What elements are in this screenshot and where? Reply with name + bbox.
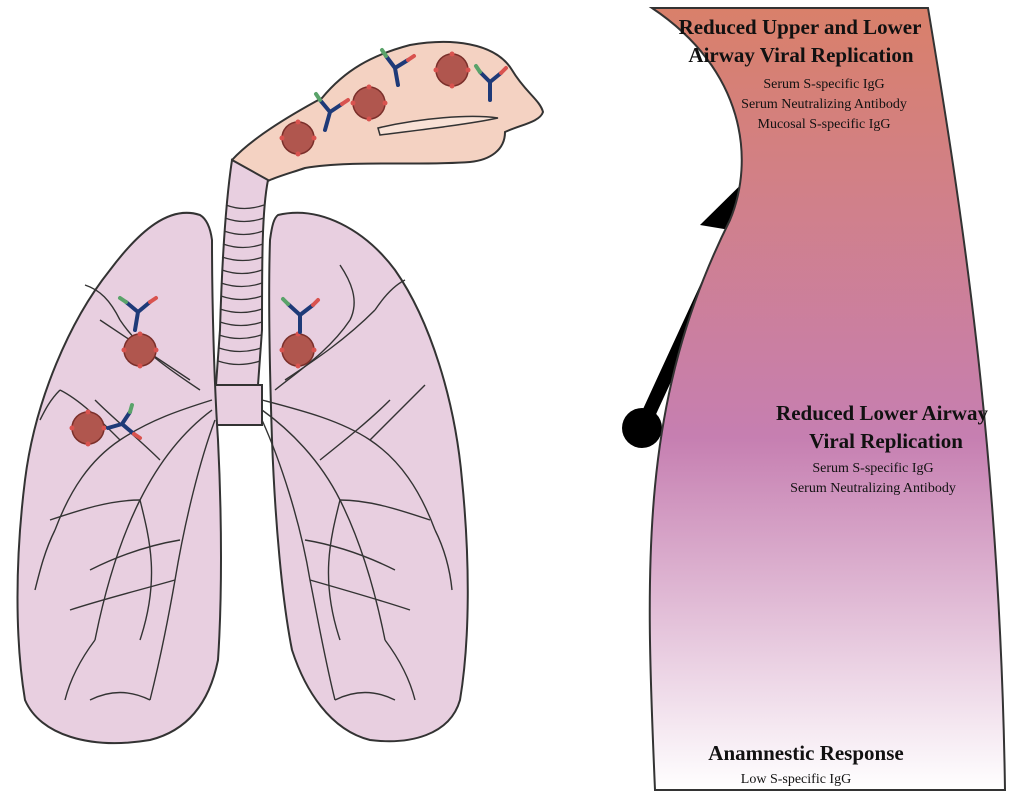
virus-icon xyxy=(281,333,315,367)
right-lung xyxy=(16,211,222,744)
virus-icon xyxy=(281,121,315,155)
top-response-block: Reduced Upper and Lower Airway Viral Rep… xyxy=(679,15,922,132)
antibody-icon xyxy=(474,64,508,102)
antibodies xyxy=(106,48,508,440)
palate xyxy=(377,115,499,136)
antibody-icon xyxy=(106,403,142,440)
top-item: Mucosal S-specific IgG xyxy=(758,117,891,132)
top-heading-line2: Airway Viral Replication xyxy=(688,43,913,67)
virus-icon xyxy=(435,53,469,87)
virus-spikes xyxy=(69,51,471,447)
arrow-origin-dot xyxy=(622,408,662,448)
virus-icon xyxy=(123,333,157,367)
right-bronchial-tree xyxy=(34,284,216,701)
carina xyxy=(211,384,263,426)
virus-icon xyxy=(71,411,105,445)
bottom-heading: Anamnestic Response xyxy=(708,741,903,765)
middle-heading-line1: Reduced Lower Airway xyxy=(776,401,988,425)
antibody-icon xyxy=(118,296,158,332)
top-item: Serum S-specific IgG xyxy=(763,77,884,92)
top-item: Serum Neutralizing Antibody xyxy=(741,97,907,112)
virus-icon xyxy=(352,86,386,120)
virus-particles xyxy=(71,53,469,445)
middle-heading-line2: Viral Replication xyxy=(809,429,963,453)
respiratory-tract-illustration xyxy=(16,40,545,744)
middle-response-block: Reduced Lower Airway Viral Replication S… xyxy=(776,401,988,496)
antibody-icon xyxy=(314,92,350,132)
middle-item: Serum Neutralizing Antibody xyxy=(790,481,956,496)
response-gradient-band xyxy=(648,7,1007,791)
left-lung xyxy=(268,211,469,743)
middle-item: Serum S-specific IgG xyxy=(812,461,933,476)
top-heading-line1: Reduced Upper and Lower xyxy=(679,15,922,39)
trachea-rings xyxy=(217,204,265,366)
nasal-cavity xyxy=(230,40,545,194)
bottom-item: Low S-specific IgG xyxy=(741,772,851,787)
antibody-icon xyxy=(281,297,320,334)
bottom-response-block: Anamnestic Response Low S-specific IgG xyxy=(708,741,903,787)
left-bronchial-tree xyxy=(261,264,453,701)
antibody-icon xyxy=(380,48,416,87)
